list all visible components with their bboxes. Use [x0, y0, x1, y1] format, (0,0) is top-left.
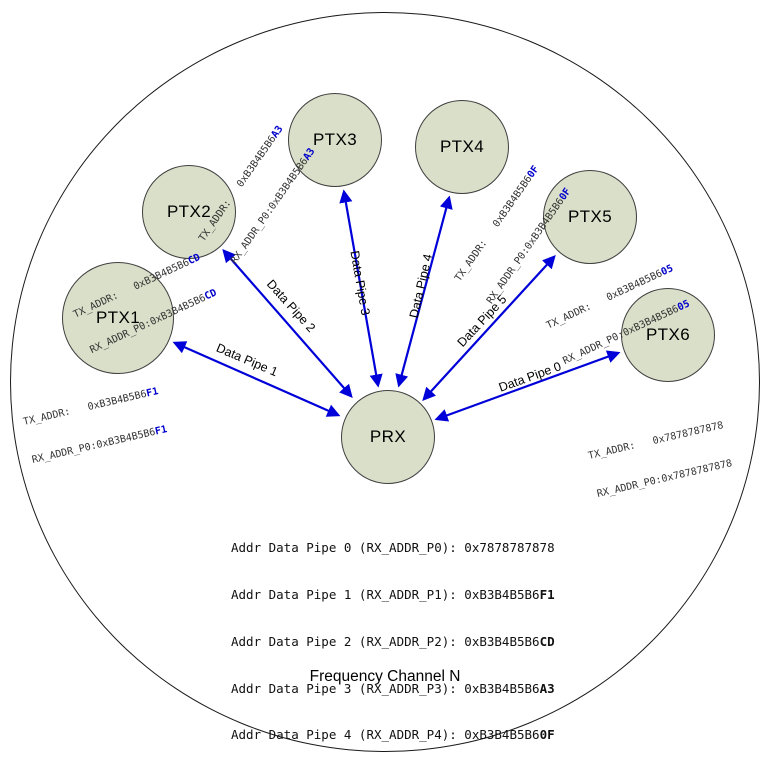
addr-prefix: 0xB3B4B5B6	[266, 156, 311, 212]
addr-prefix: 0x7878787878	[651, 420, 725, 448]
row-text: Addr Data Pipe 1 (RX_ADDR_P1): 0xB3B4B5B…	[231, 586, 540, 602]
ptx1-tx-addr: TX_ADDR: 0xB3B4B5B6F1	[22, 385, 160, 429]
row-text: Addr Data Pipe 0 (RX_ADDR_P0): 0x7878787…	[231, 540, 555, 556]
ptx6-tx-addr: TX_ADDR: 0x7878787878	[587, 419, 725, 463]
tx-addr-label: TX_ADDR:	[22, 402, 90, 428]
ptx1-rx-addr: RX_ADDR_P0:0xB3B4B5B6F1	[31, 423, 169, 467]
node-ptx6: PTX6	[621, 288, 715, 382]
addr-suffix: F1	[154, 424, 169, 438]
table-row-pipe4: Addr Data Pipe 4 (RX_ADDR_P4): 0xB3B4B5B…	[231, 727, 555, 743]
data-pipe-3-arrow	[339, 189, 383, 388]
row-text: Addr Data Pipe 2 (RX_ADDR_P2): 0xB3B4B5B…	[231, 633, 540, 649]
rx-addr-label: RX_ADDR_P0:	[30, 440, 98, 466]
node-ptx5: PTX5	[543, 170, 637, 264]
node-prx-label: PRX	[369, 427, 407, 446]
rx-addr-label: RX_ADDR_P0:	[561, 328, 627, 367]
addr-prefix: 0xB3B4B5B6	[131, 257, 192, 293]
frequency-channel-circle	[10, 12, 760, 752]
table-row-pipe0: Addr Data Pipe 0 (RX_ADDR_P0): 0x7878787…	[231, 540, 555, 556]
node-ptx6-label: PTX6	[645, 325, 691, 344]
data-pipe-0-arrow	[434, 350, 621, 422]
rx-addr-label: RX_ADDR_P0:	[228, 205, 276, 267]
addr-prefix: 0xB3B4B5B6	[621, 303, 681, 339]
addr-prefix: 0xB3B4B5B6	[86, 388, 148, 414]
node-ptx3-label: PTX3	[312, 130, 358, 149]
addr-prefix: 0xB3B4B5B6	[522, 196, 567, 252]
node-ptx1-label: PTX1	[95, 308, 141, 327]
frequency-channel-title: Frequency Channel N	[309, 668, 461, 685]
addr-prefix: 0xB3B4B5B6	[604, 268, 665, 304]
node-ptx1: PTX1	[62, 262, 174, 374]
node-ptx2: PTX2	[142, 165, 236, 259]
node-ptx4: PTX4	[415, 100, 509, 194]
node-ptx2-label: PTX2	[166, 202, 212, 221]
addr-prefix: 0xB3B4B5B6	[235, 133, 279, 190]
rx-addr-label: RX_ADDR_P0:	[484, 245, 532, 307]
row-suffix: A3	[539, 680, 555, 696]
row-suffix: F1	[539, 586, 555, 602]
pipe-address-table: Addr Data Pipe 0 (RX_ADDR_P0): 0x7878787…	[231, 509, 555, 757]
addr-prefix: 0xB3B4B5B6	[148, 292, 208, 328]
node-ptx3: PTX3	[288, 93, 382, 187]
node-ptx5-label: PTX5	[567, 207, 613, 226]
addr-prefix: 0x7878787878	[660, 458, 734, 486]
table-row-pipe2: Addr Data Pipe 2 (RX_ADDR_P2): 0xB3B4B5B…	[231, 634, 555, 650]
tx-addr-label: TX_ADDR:	[587, 436, 655, 462]
addr-prefix: 0xB3B4B5B6	[491, 173, 535, 230]
data-pipe-2-arrow	[222, 249, 353, 398]
addr-suffix: F1	[145, 386, 160, 400]
addr-prefix: 0xB3B4B5B6	[95, 426, 157, 452]
row-text: Addr Data Pipe 4 (RX_ADDR_P4): 0xB3B4B5B…	[231, 727, 540, 743]
row-suffix: CD	[539, 633, 555, 649]
table-row-pipe1: Addr Data Pipe 1 (RX_ADDR_P1): 0xB3B4B5B…	[231, 587, 555, 603]
tx-addr-label: TX_ADDR:	[197, 183, 245, 244]
node-prx: PRX	[341, 390, 435, 484]
ptx6-rx-addr: RX_ADDR_P0:0x7878787878	[596, 457, 734, 501]
node-ptx4-label: PTX4	[439, 137, 485, 156]
row-suffix: 0F	[539, 727, 555, 743]
row-text: Addr Data Pipe 3 (RX_ADDR_P3): 0xB3B4B5B…	[231, 680, 540, 696]
tx-addr-label: TX_ADDR:	[453, 223, 501, 284]
table-row-pipe3: Addr Data Pipe 3 (RX_ADDR_P3): 0xB3B4B5B…	[231, 681, 555, 697]
tx-addr-label: TX_ADDR:	[544, 293, 610, 332]
tx-addr-label: TX_ADDR:	[71, 282, 137, 321]
rx-addr-label: RX_ADDR_P0:	[595, 474, 663, 500]
rx-addr-label: RX_ADDR_P0:	[88, 317, 154, 356]
